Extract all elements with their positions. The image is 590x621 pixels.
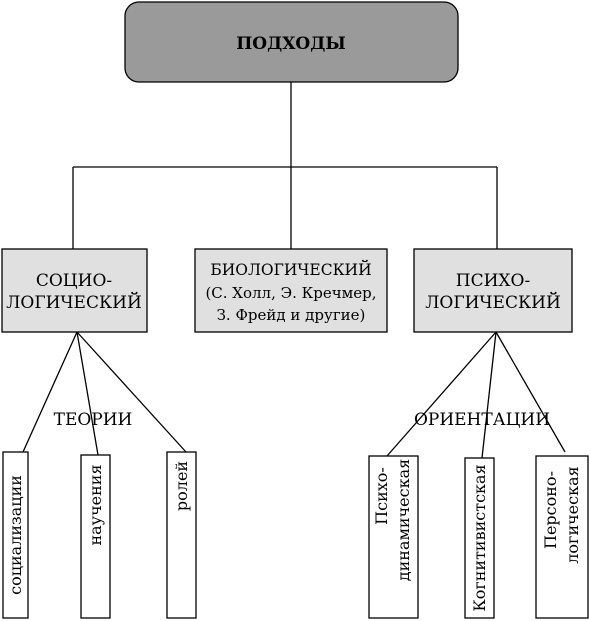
psycho-label-line2: ЛОГИЧЕСКИЙ	[425, 292, 561, 313]
theory-leaf-label: социализации	[6, 475, 25, 595]
orientation-leaf-line1: Персоно-	[541, 471, 560, 549]
orientation-leaf-line2: логическая	[563, 466, 582, 563]
theory-leaf-box	[2, 451, 29, 619]
orientation-leaf-cognitivist: Когнитивистская	[464, 457, 495, 619]
bio-box	[194, 248, 388, 333]
socio-label-line1: СОЦИО-	[36, 271, 112, 291]
socio-node: СОЦИО- ЛОГИЧЕСКИЙ	[1, 248, 148, 333]
theory-leaf-roles: ролей	[166, 451, 197, 619]
orientation-leaf-line1: Психо-	[372, 467, 391, 525]
orientation-leaf-psychodynamic: Психо- динамическая	[368, 455, 419, 619]
theory-branch-1	[22, 331, 78, 453]
orientations-label: ОРИЕНТАЦИИ	[414, 410, 550, 430]
orientation-leaf-box	[368, 455, 419, 619]
theory-leaf-box	[80, 454, 111, 619]
psycho-node: ПСИХО- ЛОГИЧЕСКИЙ	[413, 248, 573, 333]
orientation-branch-2	[481, 331, 497, 459]
theory-leaf-box	[166, 451, 197, 619]
theory-leaf-label: научения	[86, 464, 105, 545]
orientation-leaf-line1: Когнитивистская	[470, 464, 489, 611]
socio-box	[1, 248, 148, 333]
theory-leaf-learning: научения	[80, 454, 111, 619]
orientation-leaf-box	[464, 457, 495, 619]
orientation-branch-3	[495, 331, 566, 453]
theory-leaf-socialization: социализации	[2, 451, 29, 619]
bio-node: БИОЛОГИЧЕСКИЙ (С. Холл, Э. Кречмер, З. Ф…	[194, 248, 388, 333]
bio-label-line3: З. Фрейд и другие)	[217, 306, 366, 324]
orientation-leaf-line2: динамическая	[394, 459, 413, 581]
theory-leaf-label: ролей	[172, 461, 191, 511]
theories-label: ТЕОРИИ	[54, 410, 133, 430]
psycho-label-line1: ПСИХО-	[456, 271, 530, 291]
orientation-branch-1	[386, 331, 497, 457]
socio-label-line2: ЛОГИЧЕСКИЙ	[6, 292, 142, 313]
root-box	[124, 1, 459, 83]
bio-label-line1: БИОЛОГИЧЕСКИЙ	[210, 260, 371, 279]
orientation-leaf-box	[535, 455, 589, 619]
theory-branch-3	[76, 331, 187, 453]
psycho-box	[413, 248, 573, 333]
root-node: ПОДХОДЫ	[124, 1, 459, 83]
theory-branch-2	[76, 331, 99, 456]
orientation-leaf-personological: Персоно- логическая	[535, 455, 589, 619]
bio-label-line2: (С. Холл, Э. Кречмер,	[205, 284, 376, 302]
connectors	[22, 82, 566, 459]
root-label: ПОДХОДЫ	[236, 34, 346, 54]
